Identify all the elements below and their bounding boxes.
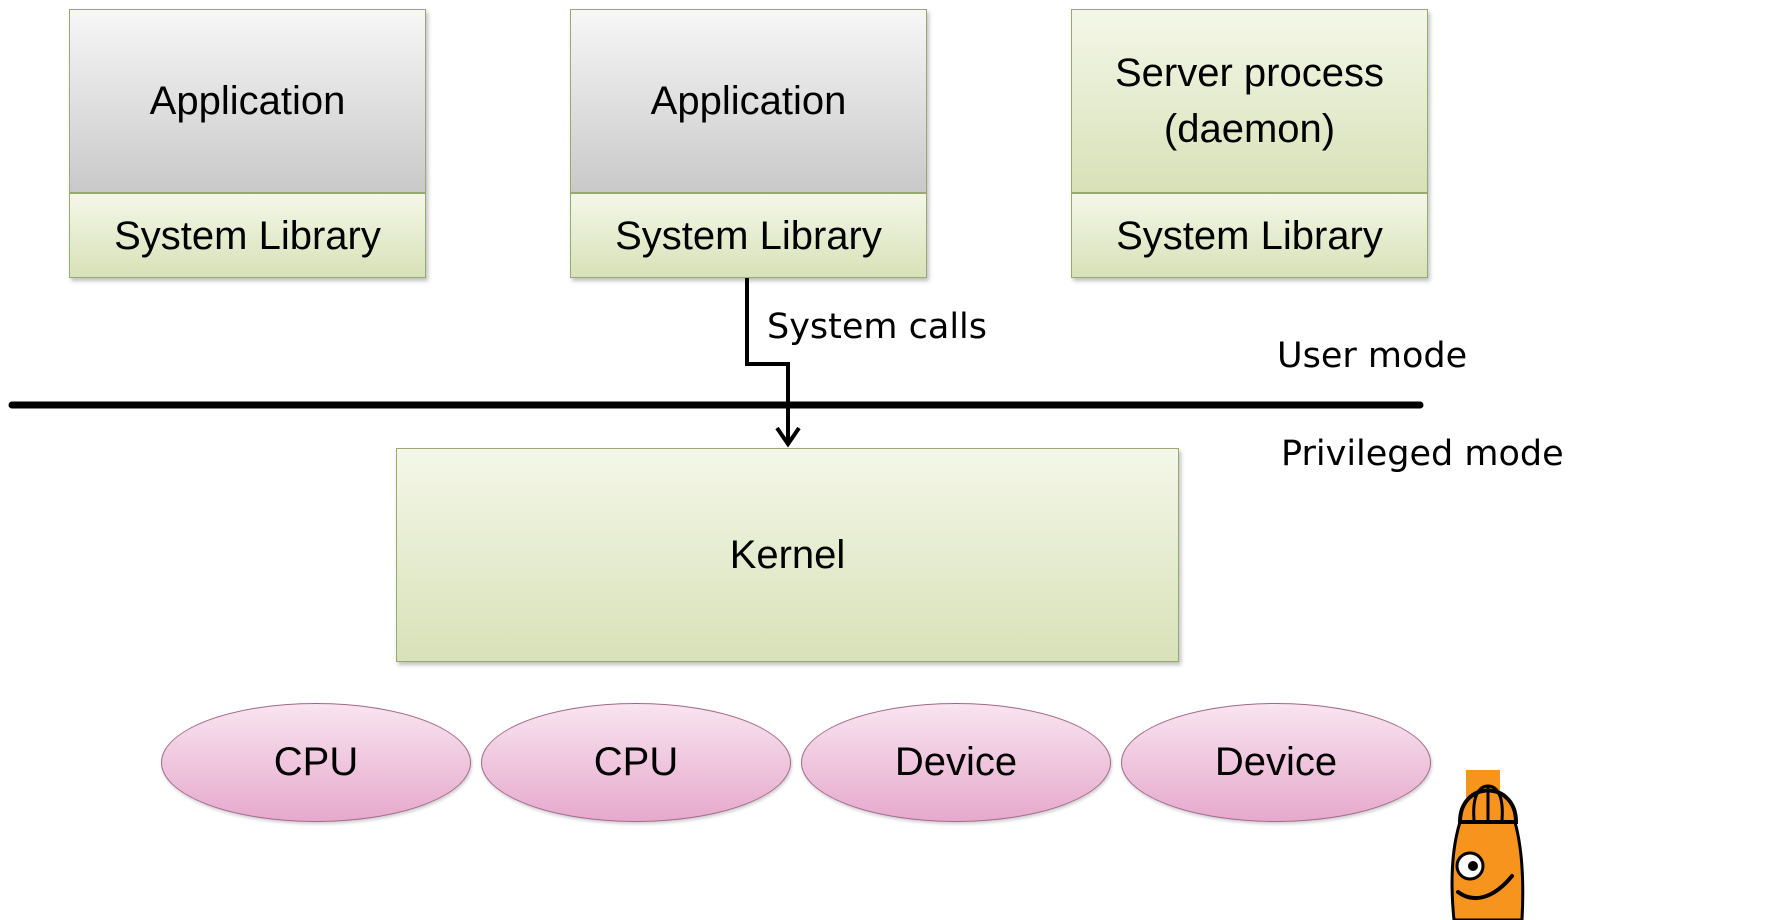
privileged-mode-label: Privileged mode [1281,434,1564,474]
server-process-box: Server process (daemon) [1071,9,1428,193]
system-calls-label: System calls [767,307,988,347]
cpu-oval-1: CPU [161,703,471,822]
system-library-label-1: System Library [114,213,381,258]
system-library-box-1: System Library [69,193,426,278]
application-box-2: Application [570,9,927,193]
kernel-box: Kernel [396,448,1179,662]
hardware-label-2: CPU [593,740,679,784]
system-library-label-3: System Library [1116,213,1383,258]
device-oval-1: Device [801,703,1111,822]
mascot-icon [1450,770,1525,920]
cpu-oval-2: CPU [481,703,791,822]
server-process-label: Server process (daemon) [1115,51,1384,151]
system-library-box-2: System Library [570,193,927,278]
kernel-label: Kernel [729,533,846,577]
device-oval-2: Device [1121,703,1431,822]
hardware-label-3: Device [894,740,1018,784]
application-label-1: Application [149,79,346,123]
application-box-1: Application [69,9,426,193]
hardware-label-1: CPU [273,740,359,784]
system-library-box-3: System Library [1071,193,1428,278]
system-call-arrowhead [775,426,801,448]
user-mode-label: User mode [1277,336,1468,376]
hardware-label-4: Device [1214,740,1338,784]
system-library-label-2: System Library [615,213,882,258]
system-call-arrow [745,278,790,442]
application-label-2: Application [650,79,847,123]
